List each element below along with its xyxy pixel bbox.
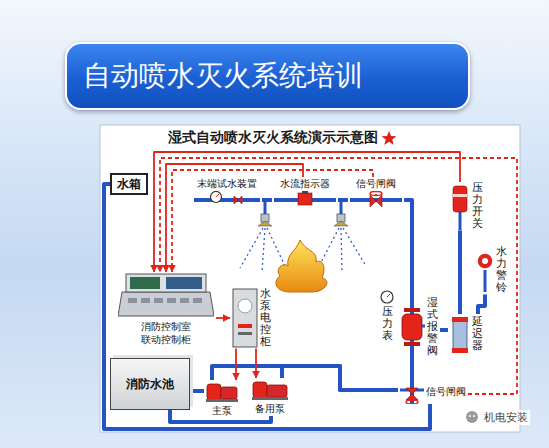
sprinklers xyxy=(258,202,348,226)
component-node: 压力开关 xyxy=(448,182,485,230)
component-label: 压力开关 xyxy=(472,182,483,230)
component-label: 信号闸阀 xyxy=(426,385,466,399)
fire xyxy=(276,240,327,292)
retarder-symbol xyxy=(450,314,470,354)
water-pipe xyxy=(262,198,272,202)
water-pipe xyxy=(440,328,448,332)
component-label: 水流指示器 xyxy=(280,177,330,191)
wechat-icon xyxy=(466,411,478,423)
watermark-text: 机电安装 xyxy=(482,410,530,425)
title-banner: 自动喷水灭火系统培训 xyxy=(65,42,470,110)
tank-box: 水箱 xyxy=(110,173,148,195)
console-symbol xyxy=(118,272,214,318)
component-node: 湿式报警阀 xyxy=(397,296,440,358)
gauge-symbol xyxy=(380,290,394,304)
signal-line xyxy=(235,348,237,380)
star-symbol xyxy=(381,130,397,146)
component-label: 湿式报警阀 xyxy=(427,297,438,357)
component-label: 消防水池 xyxy=(126,377,174,391)
pool-box: 消防水池 xyxy=(110,358,190,410)
valve-v-symbol xyxy=(400,380,424,404)
component-node: 延迟器 xyxy=(448,314,485,354)
signal-line xyxy=(172,170,373,272)
signal-line xyxy=(154,152,460,272)
alarm-symbol xyxy=(399,296,425,358)
pump-symbol xyxy=(252,378,288,400)
watermark: 机电安装 xyxy=(482,410,530,425)
component-node: 压力表 xyxy=(378,290,396,342)
water-pipe xyxy=(458,230,462,314)
pump-symbol xyxy=(206,380,238,402)
flow-pipe-symbol xyxy=(274,191,336,209)
component-node: 信号闸阀 xyxy=(398,380,468,404)
component-node: 水泵电控柜 xyxy=(230,288,273,348)
component-label: 延迟器 xyxy=(472,316,483,352)
component-label: 水力警铃 xyxy=(496,246,507,294)
component-node: 水力警铃 xyxy=(474,246,509,294)
water-pipe xyxy=(104,184,430,429)
component-node: 消防控制室联动控制柜 xyxy=(116,272,216,346)
water-pipe xyxy=(478,294,485,314)
water-pipe xyxy=(190,389,204,393)
component-node: 主泵 xyxy=(204,380,240,418)
gauge-pipe-symbol xyxy=(194,191,260,209)
water-pipe xyxy=(404,200,412,296)
water-pipe xyxy=(410,358,414,380)
component-label: 水箱 xyxy=(117,177,141,191)
caption-text: 湿式自动喷水灭火系统演示示意图 xyxy=(168,129,378,147)
cabinet-symbol xyxy=(232,288,258,348)
component-node: 水流指示器 xyxy=(272,177,338,209)
signal-line xyxy=(160,158,517,394)
component-node: 末端试水装置 xyxy=(192,177,262,209)
title-text: 自动喷水灭火系统培训 xyxy=(83,57,363,95)
caption-row: 湿式自动喷水灭火系统演示示意图 xyxy=(168,129,397,147)
bell-symbol xyxy=(476,248,494,292)
component-label: 末端试水装置 xyxy=(197,177,257,191)
valve-pipe-symbol xyxy=(350,191,402,209)
component-label: 消防控制室联动控制柜 xyxy=(140,320,192,346)
diagram-panel xyxy=(100,125,520,432)
water-pipe xyxy=(338,198,348,202)
component-node: 备用泵 xyxy=(250,378,290,416)
pswitch-symbol xyxy=(450,182,470,230)
component-label: 水泵电控柜 xyxy=(260,288,271,348)
component-label: 信号闸阀 xyxy=(356,177,396,191)
signal-line xyxy=(216,317,230,319)
component-label: 压力表 xyxy=(382,306,393,342)
water-pipe xyxy=(282,366,398,390)
water-pipe xyxy=(212,366,398,390)
signal-line xyxy=(255,348,257,378)
component-label: 主泵 xyxy=(212,404,232,418)
component-node: 信号闸阀 xyxy=(348,177,404,209)
component-label: 备用泵 xyxy=(255,402,285,416)
